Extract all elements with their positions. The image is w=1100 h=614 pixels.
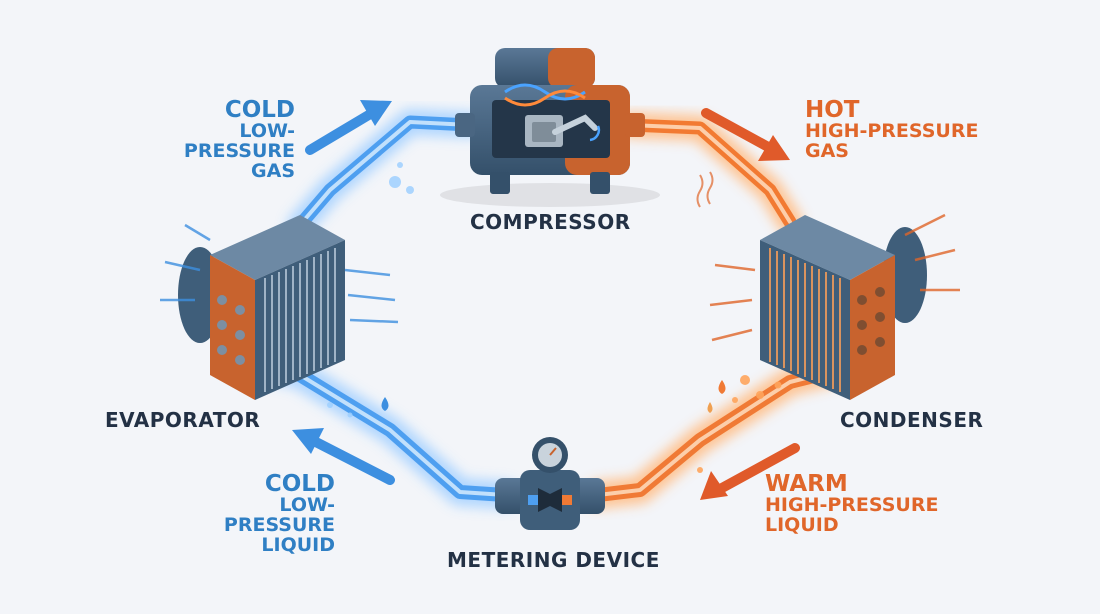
condenser-label: CONDENSER (840, 408, 984, 432)
hot-droplet-icon (718, 380, 726, 394)
arrow-top-left-icon (305, 100, 392, 155)
metering-device-label: METERING DEVICE (447, 548, 660, 572)
hot-bubbles (697, 375, 782, 473)
state-top-left-line1: COLD (224, 97, 295, 123)
evaporator-label: EVAPORATOR (105, 408, 261, 432)
state-bottom-left-line1: COLD (264, 471, 335, 497)
state-bottom-left-line2: LOW-PRESSURE (223, 494, 335, 537)
hot-pipe-top (617, 112, 803, 235)
state-bottom-left: COLD LOW-PRESSURE LIQUID (180, 472, 335, 556)
state-top-right-line3: GAS (805, 140, 849, 163)
compressor-label: COMPRESSOR (470, 210, 631, 234)
arrow-bottom-left-icon (292, 428, 395, 485)
state-bottom-right-line2: HIGH-PRESSURE (765, 494, 939, 517)
hot-droplet-icon-small (707, 402, 713, 413)
state-top-right-line2: HIGH-PRESSURE (805, 120, 979, 143)
state-top-left: COLD LOW-PRESSURE GAS (150, 98, 295, 182)
condenser-unit (696, 171, 960, 400)
state-top-left-line2: LOW-PRESSURE (183, 120, 295, 163)
arrow-bottom-right-icon (700, 443, 800, 500)
cold-pipe-top (287, 109, 483, 238)
metering-device-unit (495, 437, 605, 530)
arrow-top-right-icon (701, 108, 790, 161)
cold-bubbles (327, 162, 414, 418)
compressor-unit (440, 48, 660, 207)
state-bottom-right: WARM HIGH-PRESSURE LIQUID (765, 472, 950, 536)
cold-droplet-icon (381, 397, 389, 411)
evaporator-unit (160, 215, 399, 400)
state-bottom-right-line1: WARM (765, 471, 848, 497)
state-top-right: HOT HIGH-PRESSURE GAS (805, 98, 990, 162)
state-bottom-left-line3: LIQUID (261, 534, 335, 557)
state-top-right-line1: HOT (805, 97, 860, 123)
state-bottom-right-line3: LIQUID (765, 514, 839, 537)
state-top-left-line3: GAS (251, 160, 295, 183)
